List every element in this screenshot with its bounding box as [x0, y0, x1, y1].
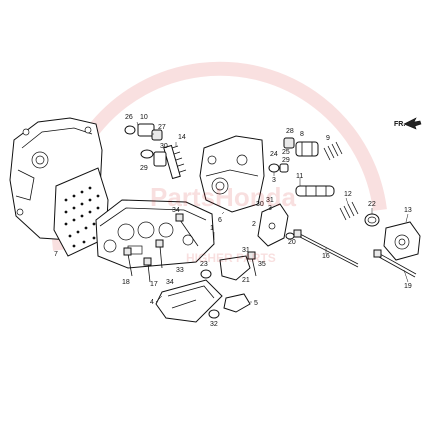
spring-9 [323, 141, 343, 161]
callout-32: 32 [210, 321, 218, 328]
oring-32 [208, 309, 220, 319]
svg-text:HIGHER PARTS: HIGHER PARTS [186, 251, 276, 265]
callout-23: 23 [200, 261, 208, 268]
callout-30: 30 [160, 143, 168, 150]
callout-29-left: 29 [140, 165, 148, 172]
spring-12 [339, 201, 359, 221]
callout-4: 4 [150, 299, 154, 306]
callout-19: 19 [404, 283, 412, 290]
callout-35: 35 [258, 261, 266, 268]
callout-17: 17 [150, 281, 158, 288]
callout-24: 24 [270, 151, 278, 158]
bolt-16 [293, 229, 359, 268]
valve-26 [124, 125, 136, 135]
upper-valve-body [199, 135, 265, 213]
callout-30-lower: 30 [256, 201, 264, 208]
clip-23 [200, 269, 212, 279]
callout-27: 27 [158, 124, 166, 131]
callout-16: 16 [322, 253, 330, 260]
callout-14: 14 [178, 134, 186, 141]
front-direction-label: FR. [394, 121, 405, 128]
callout-21: 21 [242, 277, 250, 284]
callout-9: 9 [326, 135, 330, 142]
bolt-19 [373, 249, 417, 278]
callout-1: 1 [210, 225, 214, 232]
svg-text:PartsHonda: PartsHonda [150, 182, 296, 212]
bolt-17 [123, 247, 133, 277]
callout-18: 18 [122, 279, 130, 286]
ring-22 [364, 213, 380, 227]
front-direction-arrow-icon [403, 117, 422, 130]
bolt-33 [155, 239, 164, 269]
callout-28: 28 [286, 128, 294, 135]
callout-3-lower: 3 [268, 205, 272, 212]
callout-10: 10 [140, 114, 148, 121]
callout-26: 26 [125, 114, 133, 121]
cap-27 [151, 129, 163, 141]
leader-lines [136, 121, 409, 319]
callout-31-upper: 31 [266, 197, 274, 204]
strainer-4 [155, 279, 223, 323]
callout-6: 6 [218, 217, 222, 224]
callout-8: 8 [300, 131, 304, 138]
seal-24 [268, 163, 280, 173]
callout-5: 5 [254, 300, 258, 307]
bracket-21 [219, 255, 251, 281]
spring-14 [163, 144, 187, 180]
callout-7: 7 [54, 251, 58, 258]
ring-29 [140, 149, 154, 159]
valve-30 [153, 151, 167, 167]
callout-20: 20 [288, 239, 296, 246]
callout-labels: 26 10 27 14 30 29 7 28 8 9 24 25 29 3 11… [54, 114, 412, 328]
gasket-5 [223, 293, 251, 313]
callout-13: 13 [404, 207, 412, 214]
plug-25 [279, 163, 289, 173]
callout-29-right: 29 [282, 157, 290, 164]
watermark-text: PartsHonda HIGHER PARTS [150, 182, 296, 265]
bolt-34 [175, 213, 199, 247]
bracket-2 [257, 203, 289, 247]
callout-11: 11 [296, 173, 303, 180]
callout-25: 25 [282, 149, 290, 156]
callout-31-lower: 31 [242, 247, 250, 254]
callout-12: 12 [344, 191, 352, 198]
callout-34-upper: 34 [172, 207, 180, 214]
callout-2: 2 [252, 221, 256, 228]
bolt-18 [143, 257, 152, 283]
callout-34-lower: 34 [166, 279, 174, 286]
valve-8 [295, 141, 319, 157]
cap-28 [283, 137, 295, 149]
bolt-35 [247, 251, 257, 277]
callout-33: 33 [176, 267, 184, 274]
solenoid-13 [383, 221, 421, 261]
callout-22: 22 [368, 201, 376, 208]
valve-11 [295, 185, 335, 197]
callout-3-upper: 3 [272, 177, 276, 184]
